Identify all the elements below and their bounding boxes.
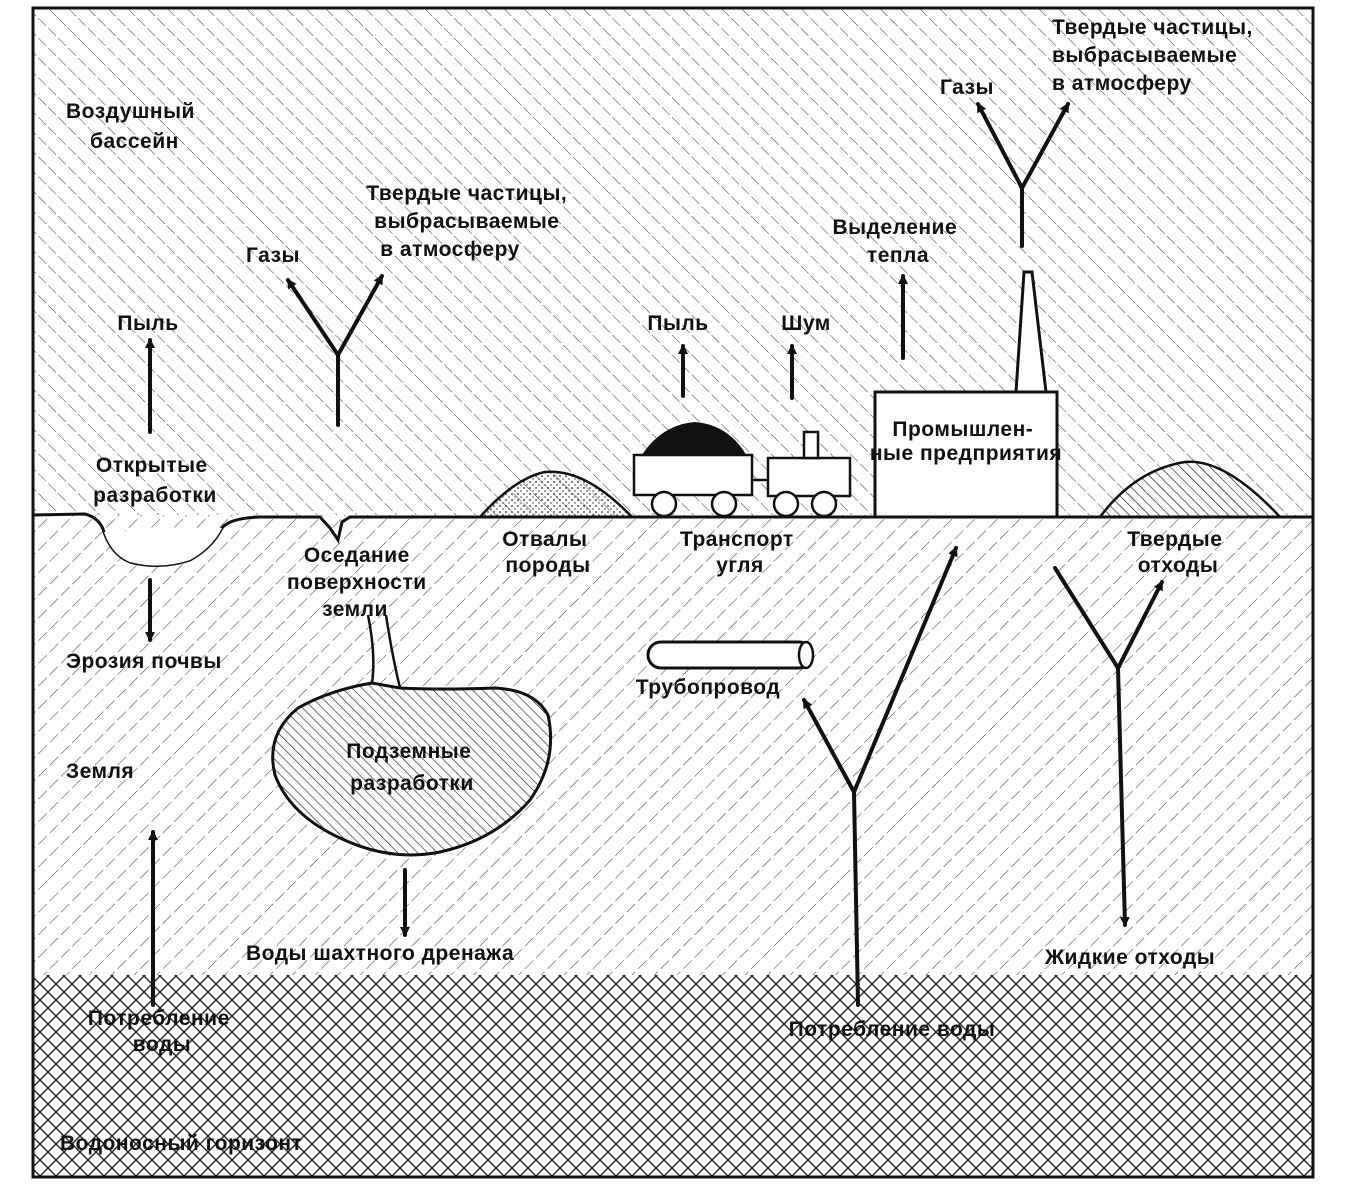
earth-zone-label: Земля — [66, 760, 134, 783]
solid-waste-line2: отходы — [1138, 554, 1219, 577]
solid-waste-line1: Твердые — [1127, 528, 1222, 551]
water-to-pipeline-arrow — [802, 698, 856, 794]
open-pit-label: Открытые разработки — [93, 454, 217, 507]
mine-particles-line3: в атмосферу — [380, 238, 520, 261]
mine-particles-arrow — [336, 274, 384, 357]
diagram-frame — [31, 6, 1315, 1179]
water-use-left-label: Потребление воды — [88, 1007, 236, 1056]
rock-dump-pile — [477, 470, 635, 519]
dumps-line2: породы — [505, 554, 590, 577]
pipeline-label: Трубопровод — [636, 676, 780, 699]
solid-waste-pile — [1097, 460, 1283, 519]
plant-gases-label: Газы — [940, 76, 994, 99]
aquifer-zone — [33, 975, 1313, 1177]
transport-label: Транспорт угля — [680, 528, 800, 577]
open-pit-cavity — [104, 528, 222, 566]
plant-label-line1: Промышлен- — [892, 418, 1033, 441]
water-to-plant-arrow — [852, 546, 958, 794]
pipeline-icon — [646, 640, 815, 670]
water-use-left-line1: Потребление — [88, 1007, 230, 1030]
coal-train-icon — [632, 422, 852, 518]
underground-workings-shape — [271, 681, 553, 857]
plant-particles-line2: выбрасываемые — [1052, 44, 1237, 67]
subsidence-line3: земли — [322, 598, 388, 621]
water-use-right-stem — [852, 790, 860, 1007]
liquid-waste-label: Жидкие отходы — [1044, 946, 1215, 969]
mine-gases-label: Газы — [246, 244, 300, 267]
aquifer-zone-label: Водоносный горизонт — [60, 1132, 302, 1155]
air-zone — [33, 8, 1313, 515]
air-label-line2: бассейн — [90, 130, 179, 153]
dumps-line1: Отвалы — [502, 528, 587, 551]
dumps-label: Отвалы породы — [502, 528, 594, 577]
plant-heat-label: Выделение тепла — [833, 216, 964, 267]
underground-line1: Подземные — [346, 740, 471, 763]
transport-noise-label: Шум — [781, 312, 831, 335]
plant-particles-arrow — [1020, 102, 1070, 190]
mine-gases-arrow — [286, 278, 340, 357]
plant-label-line2: ные предприятия — [870, 442, 1062, 465]
transport-line1: Транспорт — [680, 528, 794, 551]
drainage-label: Воды шахтного дренажа — [246, 942, 514, 965]
waste-junction-stem — [1116, 666, 1130, 927]
plant-particles-line3: в атмосферу — [1052, 72, 1192, 95]
open-pit-label-line2: разработки — [93, 484, 217, 507]
water-use-left-line2: воды — [133, 1033, 191, 1056]
underground-line2: разработки — [350, 772, 474, 795]
transport-dust-label: Пыль — [647, 312, 708, 335]
factory-icon — [873, 270, 1059, 519]
subsidence-label: Оседание поверхности земли — [287, 544, 433, 621]
plant-gases-arrow — [976, 102, 1024, 190]
air-label-line1: Воздушный — [66, 100, 195, 123]
underground-label: Подземные разработки — [346, 740, 477, 795]
erosion-label: Эрозия почвы — [66, 650, 222, 673]
solid-waste-label: Твердые отходы — [1127, 528, 1228, 577]
plant-particles-line1: Твердые частицы, — [1052, 16, 1253, 39]
mine-particles-label: Твердые частицы, выбрасываемые в атмосфе… — [366, 182, 573, 261]
subsidence-line1: Оседание — [304, 544, 410, 567]
plant-particles-label: Твердые частицы, выбрасываемые в атмосфе… — [1052, 16, 1259, 95]
subsidence-line2: поверхности — [287, 571, 427, 594]
mine-particles-line2: выбрасываемые — [374, 210, 559, 233]
air-zone-label: Воздушный бассейн — [66, 100, 201, 153]
open-pit-dust-label: Пыль — [117, 312, 178, 335]
mine-particles-line1: Твердые частицы, — [366, 182, 567, 205]
plant-heat-line2: тепла — [867, 244, 929, 267]
solid-waste-arrow — [1116, 580, 1164, 670]
water-use-right-label: Потребление воды — [789, 1018, 996, 1041]
subsidence-crack — [366, 614, 402, 689]
transport-line2: угля — [716, 554, 764, 577]
earth-zone — [33, 515, 1313, 975]
plant-label: Промышлен- ные предприятия — [870, 418, 1062, 465]
plant-heat-line1: Выделение — [833, 216, 958, 239]
waste-left-branch — [1053, 566, 1120, 670]
open-pit-label-line1: Открытые — [96, 454, 208, 477]
